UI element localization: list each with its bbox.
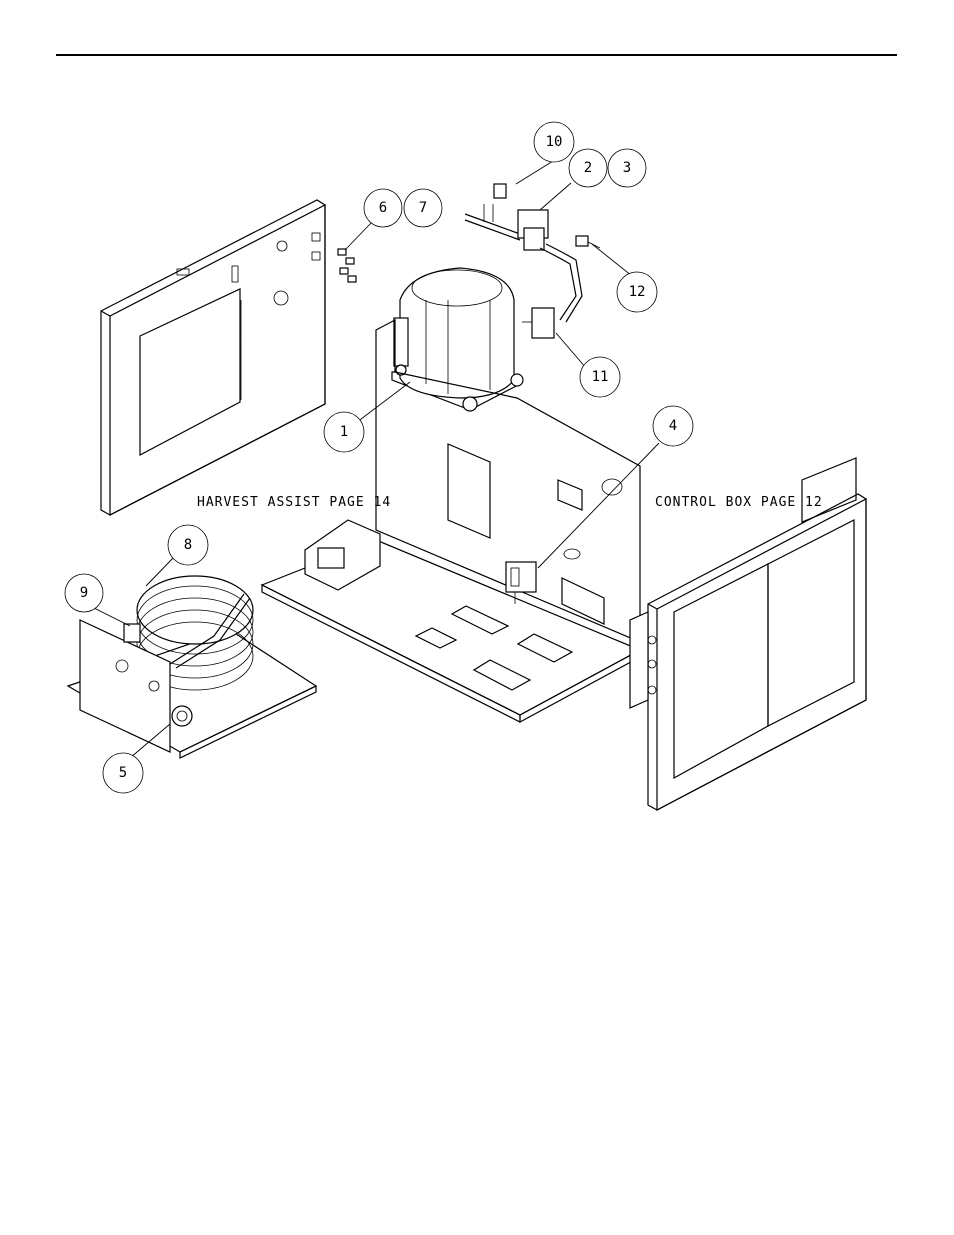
callout-5-label: 5 [119, 765, 127, 781]
callout-2: 2 [568, 148, 608, 188]
callout-8: 8 [167, 524, 209, 566]
compressor [391, 267, 524, 412]
callout-4-label: 4 [669, 418, 677, 434]
callout-2-label: 2 [584, 160, 592, 176]
base-back-wall [375, 319, 641, 643]
callout-6: 6 [363, 188, 403, 228]
callout-8-label: 8 [184, 537, 192, 553]
callout-9-label: 9 [80, 585, 88, 601]
control-box-reference: CONTROL BOX PAGE 12 [655, 495, 823, 510]
callout-10-label: 10 [546, 134, 563, 150]
base-floor [260, 539, 642, 724]
callout-3: 3 [607, 148, 647, 188]
callout-11: 11 [579, 356, 621, 398]
callout-1: 1 [323, 411, 365, 453]
part-4-switch [505, 561, 537, 604]
callout-3-label: 3 [623, 160, 631, 176]
right-side-panel [629, 457, 867, 811]
callout-5: 5 [102, 752, 144, 794]
harvest-assist-reference: HARVEST ASSIST PAGE 14 [197, 495, 391, 510]
callout-12: 12 [616, 271, 658, 313]
callout-7-label: 7 [419, 200, 427, 216]
callout-6-label: 6 [379, 200, 387, 216]
screws-6-7 [337, 248, 357, 283]
bin-switch-bracket [304, 519, 381, 591]
water-valve-assembly [464, 183, 601, 339]
callout-7: 7 [403, 188, 443, 228]
condenser-assembly [66, 575, 318, 759]
callout-9: 9 [64, 573, 104, 613]
header-rule [56, 54, 897, 56]
left-side-panel [100, 199, 326, 516]
callout-12-label: 12 [629, 284, 646, 300]
callout-10: 10 [533, 121, 575, 163]
callout-4: 4 [652, 405, 694, 447]
callout-11-label: 11 [592, 369, 609, 385]
callout-1-label: 1 [340, 424, 348, 440]
